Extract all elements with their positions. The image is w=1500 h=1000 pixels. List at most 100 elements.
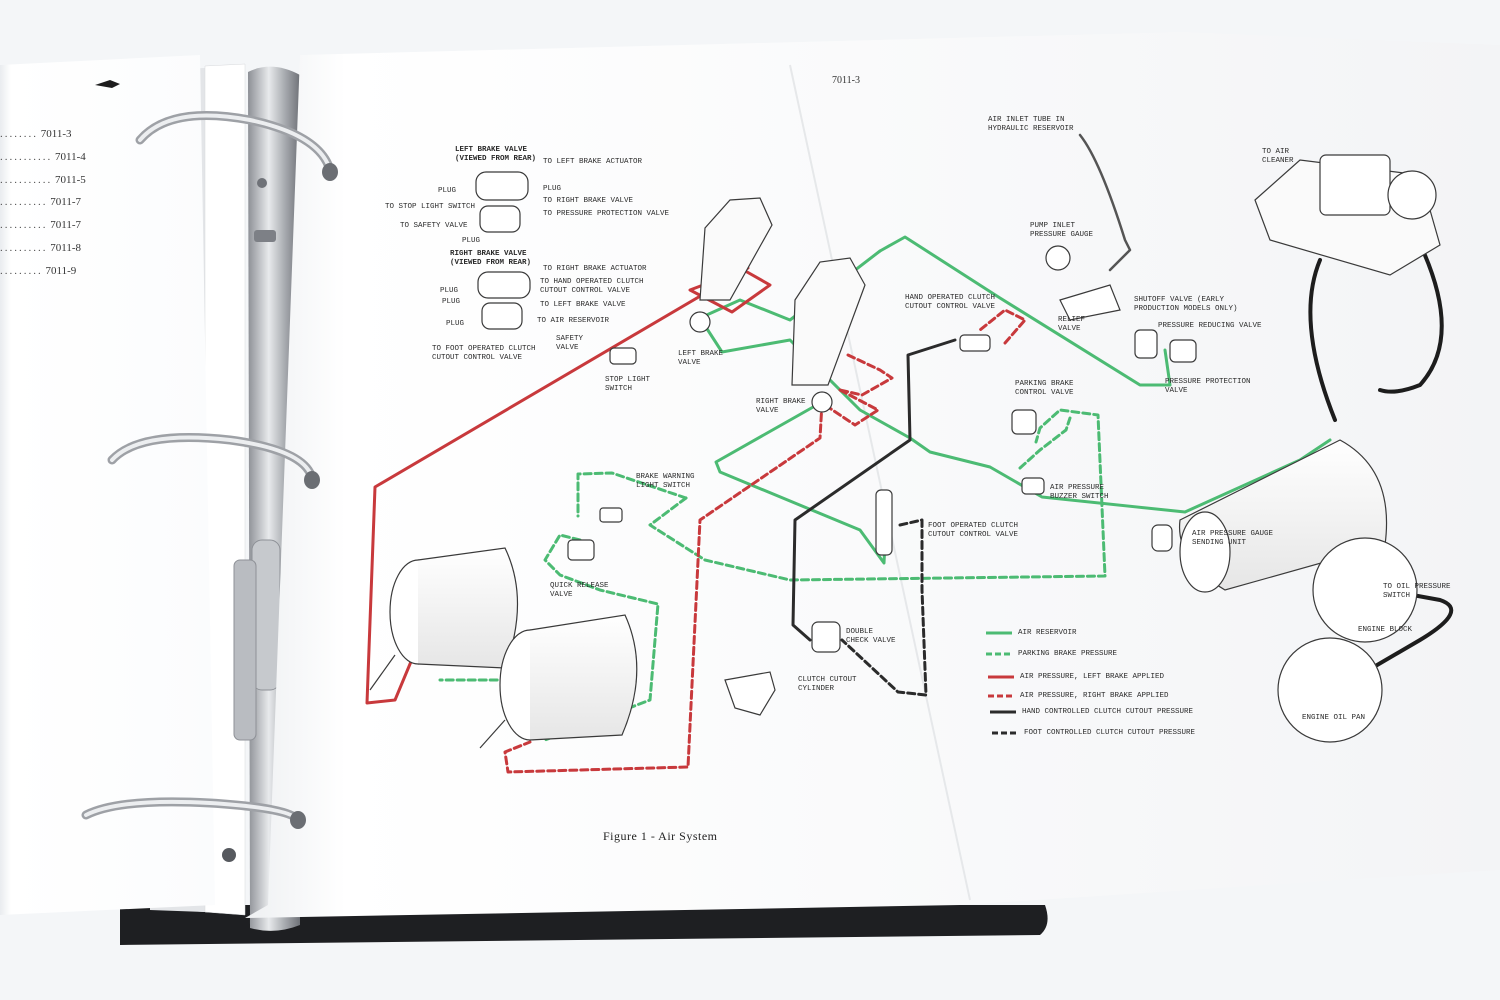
- toc-entry[interactable]: .......... 7011-8: [0, 242, 82, 254]
- label-quick-release-valve: QUICK RELEASE VALVE: [550, 582, 609, 599]
- line-air-reservoir-3: [714, 400, 888, 565]
- line-parking-brake-4: [1018, 416, 1072, 470]
- label-relief-valve: RELIEF VALVE: [1058, 316, 1086, 333]
- label-clutch-cutout-cylinder: CLUTCH CUTOUT CYLINDER: [798, 676, 857, 693]
- label-brake-warning-light-switch: BRAKE WARNING LIGHT SWITCH: [636, 473, 695, 490]
- toc-entry[interactable]: ........ 7011-3: [0, 128, 72, 140]
- label-parking-brake-control-valve: PARKING BRAKE CONTROL VALVE: [1015, 380, 1074, 397]
- label-plug: PLUG: [446, 320, 465, 328]
- label-left-brake-valve: LEFT BRAKE VALVE: [678, 350, 724, 367]
- line-right-brake-2: [838, 353, 894, 397]
- line-parking-brake-2: [576, 471, 688, 518]
- stop-light-switch: [609, 347, 637, 365]
- label-right-brake-valve-title: RIGHT BRAKE VALVE (VIEWED FROM REAR): [450, 250, 532, 267]
- pressure-protection-valve: [1169, 339, 1197, 363]
- double-check-valve: [811, 621, 841, 653]
- legend-item: AIR RESERVOIR: [986, 629, 1077, 637]
- pump-inlet-gauge: [1045, 245, 1071, 271]
- toc-entry[interactable]: ........... 7011-5: [0, 174, 86, 186]
- label-to-left-brake-actuator: TO LEFT BRAKE ACTUATOR: [543, 158, 643, 166]
- line-hand-clutch: [791, 338, 957, 642]
- toc-entry[interactable]: .......... 7011-7: [0, 196, 82, 208]
- label-pressure-protection-valve: PRESSURE PROTECTION VALVE: [1165, 378, 1251, 395]
- label-to-left-brake-valve: TO LEFT BRAKE VALVE: [540, 301, 626, 309]
- label-engine-oil-pan: ENGINE OIL PAN: [1302, 714, 1366, 722]
- brake-warning-switch: [599, 507, 623, 523]
- left-brake-valve-detail: [475, 171, 529, 201]
- legend-swatch-foot-clutch: [992, 731, 1018, 735]
- label-plug: PLUG: [543, 185, 562, 193]
- label-to-right-brake-actuator: TO RIGHT BRAKE ACTUATOR: [543, 265, 647, 273]
- label-left-brake-valve-title: LEFT BRAKE VALVE (VIEWED FROM REAR): [455, 146, 537, 163]
- label-to-oil-pressure-switch: TO OIL PRESSURE SWITCH: [1383, 583, 1451, 600]
- engine-oil-pan-callout: [1277, 637, 1383, 743]
- legend-swatch-left-brake: [988, 675, 1014, 679]
- left-brake-actuator: [369, 547, 519, 691]
- legend-item: HAND CONTROLLED CLUTCH CUTOUT PRESSURE: [990, 708, 1193, 716]
- figure-caption: Figure 1 - Air System: [603, 829, 718, 843]
- label-plug: PLUG: [438, 187, 457, 195]
- label-to-pressure-protection-valve: TO PRESSURE PROTECTION VALVE: [543, 210, 670, 218]
- quick-release-valve: [567, 539, 595, 561]
- label-right-brake-valve: RIGHT BRAKE VALVE: [756, 398, 806, 415]
- label-pump-inlet-gauge: PUMP INLET PRESSURE GAUGE: [1030, 222, 1094, 239]
- right-brake-valve-body: [811, 391, 833, 413]
- ring-holes: [290, 163, 338, 829]
- legend-label: AIR PRESSURE, LEFT BRAKE APPLIED: [1020, 673, 1165, 681]
- binder-rings: [81, 111, 335, 825]
- line-foot-clutch: [840, 518, 928, 697]
- hand-clutch-valve: [959, 334, 991, 352]
- label-stop-light-switch: STOP LIGHT SWITCH: [605, 376, 651, 393]
- relief-valve: [1059, 284, 1121, 321]
- line-right-brake: [503, 388, 880, 774]
- label-air-pressure-gauge-sending-unit: AIR PRESSURE GAUGE SENDING UNIT: [1192, 530, 1274, 547]
- legend-item: FOOT CONTROLLED CLUTCH CUTOUT PRESSURE: [992, 729, 1195, 737]
- label-to-right-brake-valve: TO RIGHT BRAKE VALVE: [543, 197, 634, 205]
- toc-entry[interactable]: ......... 7011-9: [0, 265, 77, 277]
- label-plug: PLUG: [440, 287, 459, 295]
- label-to-air-cleaner: TO AIR CLEANER: [1262, 148, 1294, 165]
- legend-swatch-hand-clutch: [990, 710, 1016, 714]
- label-to-hand-clutch: TO HAND OPERATED CLUTCH CUTOUT CONTROL V…: [540, 278, 644, 295]
- left-brake-valve-detail-lower: [479, 205, 521, 233]
- line-air-reservoir-2: [698, 249, 1332, 514]
- right-brake-pedal: [791, 257, 866, 386]
- label-to-safety-valve: TO SAFETY VALVE: [400, 222, 468, 230]
- parking-brake-valve: [1011, 409, 1037, 435]
- page-number: 7011-3: [832, 75, 860, 86]
- line-parking-brake: [648, 408, 1107, 582]
- label-safety-valve: SAFETY VALVE: [556, 335, 584, 352]
- legend-swatch-parking-brake: [986, 652, 1012, 656]
- hose-compressor-2: [1308, 258, 1337, 422]
- legend-item: AIR PRESSURE, LEFT BRAKE APPLIED: [988, 673, 1164, 681]
- legend-label: PARKING BRAKE PRESSURE: [1018, 650, 1118, 658]
- legend-swatch-air-reservoir: [986, 631, 1012, 635]
- left-brake-valve-body: [689, 311, 711, 333]
- air-gauge-sending-unit: [1151, 524, 1173, 552]
- label-air-inlet-tube: AIR INLET TUBE IN HYDRAULIC RESERVOIR: [988, 116, 1074, 133]
- clutch-cutout-cylinder: [724, 671, 776, 716]
- label-to-foot-clutch: TO FOOT OPERATED CLUTCH CUTOUT CONTROL V…: [432, 345, 536, 362]
- legend-label: AIR PRESSURE, RIGHT BRAKE APPLIED: [1020, 692, 1169, 700]
- label-air-pressure-buzzer-switch: AIR PRESSURE BUZZER SWITCH: [1050, 484, 1109, 501]
- buzzer-switch: [1021, 477, 1045, 495]
- page-corner-mark: [95, 80, 120, 88]
- left-brake-pedal: [699, 197, 773, 301]
- left-page: [0, 55, 215, 915]
- line-right-brake-3: [978, 308, 1027, 345]
- pressure-reducing-valve: [1134, 329, 1158, 359]
- label-to-stop-light-switch: TO STOP LIGHT SWITCH: [385, 203, 476, 211]
- legend-label: AIR RESERVOIR: [1018, 629, 1077, 637]
- right-brake-valve-detail: [477, 271, 531, 299]
- label-double-check-valve: DOUBLE CHECK VALVE: [846, 628, 896, 645]
- toc-entry[interactable]: .......... 7011-7: [0, 219, 82, 231]
- right-brake-actuator: [479, 614, 638, 749]
- label-plug: PLUG: [442, 298, 461, 306]
- hose-compressor-1: [1378, 213, 1444, 394]
- legend-item: AIR PRESSURE, RIGHT BRAKE APPLIED: [988, 692, 1169, 700]
- air-compressor: [1254, 154, 1441, 276]
- toc-entry[interactable]: ........... 7011-4: [0, 151, 86, 163]
- label-to-air-reservoir: TO AIR RESERVOIR: [537, 317, 610, 325]
- fold-line: [789, 64, 971, 901]
- legend-label: FOOT CONTROLLED CLUTCH CUTOUT PRESSURE: [1024, 729, 1196, 737]
